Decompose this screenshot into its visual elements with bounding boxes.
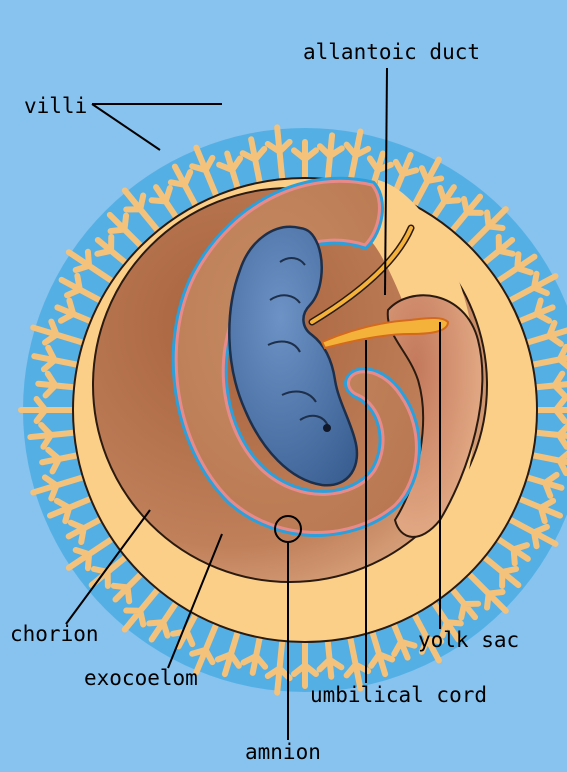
label-amnion: amnion [245,742,321,763]
label-yolk-sac: yolk sac [418,630,519,651]
label-allantoic-duct: allantoic duct [303,42,480,63]
label-umbilical-cord: umbilical cord [310,685,487,706]
label-villi: villi [24,96,87,117]
label-exocoelom: exocoelom [84,668,198,689]
label-chorion: chorion [10,624,99,645]
